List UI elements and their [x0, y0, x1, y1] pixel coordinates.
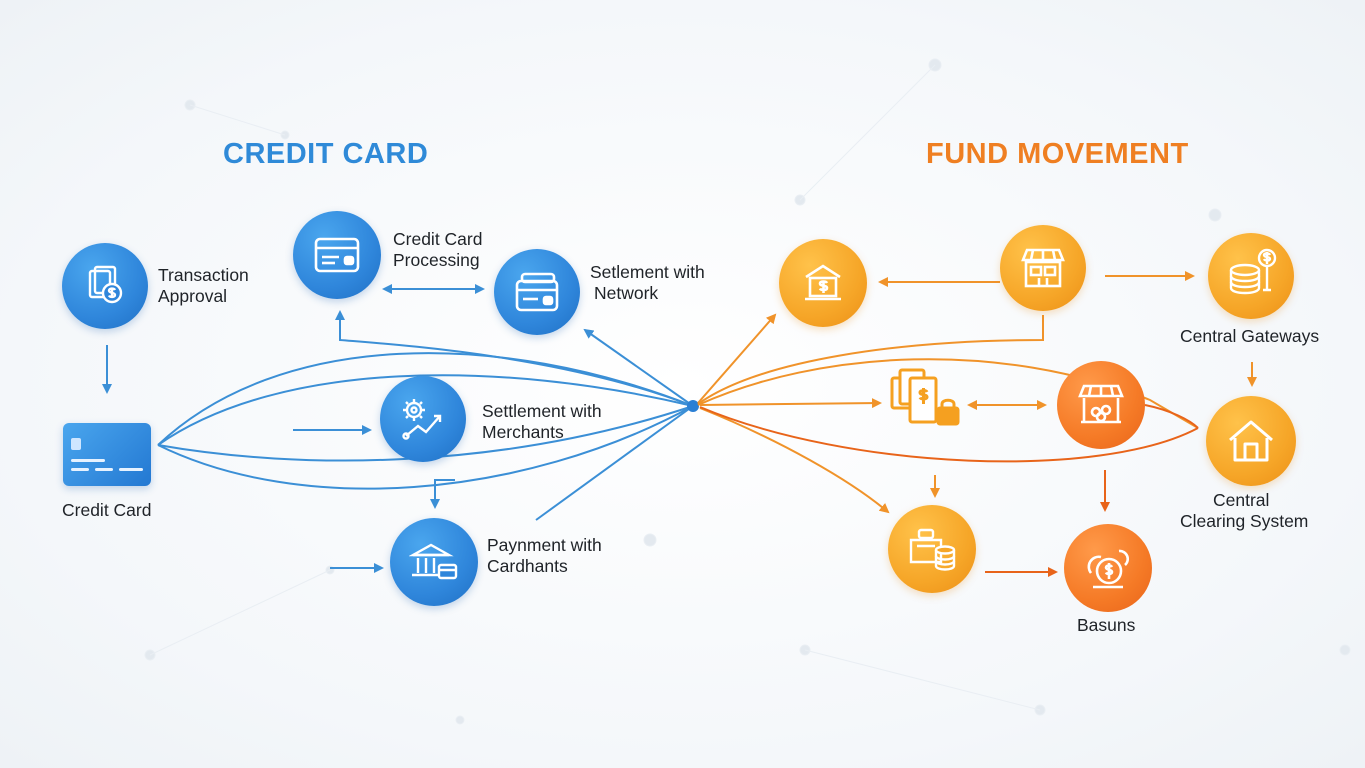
credit-card-node[interactable] [63, 423, 151, 486]
gear-growth-icon [402, 399, 442, 440]
storefront-node[interactable] [1000, 225, 1086, 311]
market-node[interactable] [1057, 361, 1145, 449]
bank-dollar-icon [805, 264, 841, 301]
credit-card-icon [71, 438, 143, 471]
central-clearing-node[interactable] [1206, 396, 1296, 486]
background-network [144, 58, 1351, 725]
fund-movement-title: FUND MOVEMENT [926, 138, 1189, 170]
basuns-label: Basuns [1077, 615, 1136, 635]
central-gateways-node[interactable] [1208, 233, 1294, 319]
coin-stack-gateway-icon [1229, 248, 1277, 295]
bank-card-icon [409, 543, 458, 580]
receipt-dollar-icon [88, 265, 123, 304]
card-stack-icon [515, 272, 559, 312]
credit-card-label: Credit Card [62, 500, 152, 520]
settlement-network-node[interactable] [494, 249, 580, 335]
cash-register-node[interactable] [888, 505, 976, 593]
credit-card-title: CREDIT CARD [223, 138, 429, 170]
house-icon [1229, 420, 1273, 462]
payment-cardhants-node[interactable] [390, 518, 478, 606]
register-coins-icon [909, 528, 956, 571]
market-stall-icon [1078, 384, 1124, 424]
money-docs-icon[interactable] [888, 364, 964, 428]
basuns-node[interactable] [1064, 524, 1152, 612]
coin-loop-icon [1087, 549, 1130, 589]
storefront-icon [1021, 248, 1065, 288]
credit-card-processing-node[interactable] [293, 211, 381, 299]
transaction-approval-node[interactable] [62, 243, 148, 329]
central-gateways-label: Central Gateways [1180, 326, 1320, 346]
card-icon [314, 237, 360, 273]
settlement-merchants-node[interactable] [380, 376, 466, 462]
bank-node[interactable] [779, 239, 867, 327]
